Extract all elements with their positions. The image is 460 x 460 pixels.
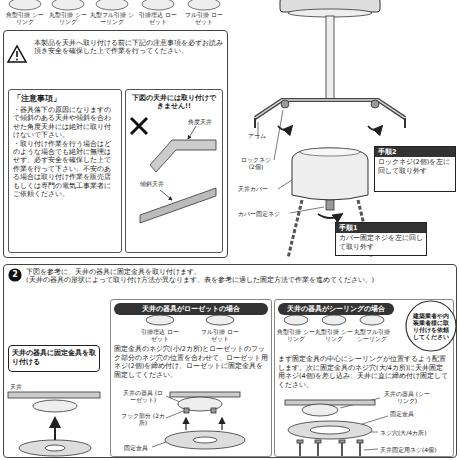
part-label: ロックネジ (2個)	[238, 156, 274, 170]
part-label: 天井の器具 (シーリング)	[382, 390, 432, 404]
part-label: アーム	[248, 132, 266, 139]
part-label: 引掛埋込 ローゼット	[138, 11, 178, 25]
part-label: 丸型フル引掛 シーリング	[90, 11, 134, 25]
node-heading: 手順2	[375, 147, 455, 157]
part-label: 固定金具	[124, 444, 148, 451]
node-text: ロックネジ(2個)を左に回して取り外す	[375, 158, 455, 175]
part-label: 天井固定用ネジ(4個)	[380, 446, 437, 453]
part-label: 丸型フル引掛 シーリング	[353, 328, 391, 342]
part-label: 角型引掛 シーリング	[5, 11, 45, 25]
step-box: 手順2ロックネジ(2個)を左に回して取り外す	[374, 146, 456, 192]
node-heading: 天井の器具がローゼットの場合	[114, 303, 268, 315]
step-box: 手順1カバー固定ネジを左に回して取り外す	[335, 222, 427, 256]
rosette-figure	[146, 315, 245, 449]
part-label: ネジ穴(大/4カ所)	[380, 429, 427, 436]
node-text: (天井の器具の形状によって取り付け方法が異なります。表を参考に適した固定方法で作…	[26, 276, 452, 284]
part-label: フック部分 (2カ所)	[120, 412, 166, 426]
ceiling-fixture-figure	[255, 0, 405, 258]
part-label: 丸型引掛 シーリング	[315, 328, 353, 342]
notice-badge: 建築業者や内装業者様に取り付けを依頼してください	[405, 300, 457, 352]
part-label: カバー固定ネジ	[238, 210, 280, 217]
warning-icon	[8, 46, 26, 62]
node-text: まず固定金具の中心にシーリングが位置するよう配置します。次に固定金具のネジ穴(大…	[278, 355, 450, 389]
node-text: 下図の天井には取り付けできません!!	[130, 94, 218, 111]
part-label: 天井の器具 (ローゼット)	[120, 389, 166, 403]
node-text: 建築業者や内装業者様に取り付けを依頼してください	[411, 312, 451, 341]
mount-figure-left	[8, 392, 100, 456]
part-label: 傾斜天井	[140, 180, 164, 187]
node-heading: 「注意事項」	[13, 94, 117, 104]
node-heading: 下図を参考に、天井の器具に固定金具を取り付けます。	[26, 268, 452, 276]
node-text: 2	[12, 270, 18, 280]
node-text: ・器具落下の原因になりますので傾斜のある天井や傾斜を合わせた角度天井には絶対に取…	[13, 106, 117, 140]
node-text: ・取り付け作業を行う場合はどのような場合でも絶対に無理はせず、必ず安全を確保した…	[13, 140, 117, 199]
part-label: 角度天井	[188, 118, 212, 125]
callout-box: 天井の器具に固定金具を取り付ける	[8, 345, 100, 372]
step-number: 2	[8, 268, 22, 282]
ceiling-panel: 天井の器具がシーリングの場合まず固定金具の中心にシーリングが位置するよう配置しま…	[274, 299, 454, 457]
part-label: 引掛埋込 ローゼット	[140, 328, 180, 342]
part-label: 角型引掛 シーリング	[277, 328, 315, 342]
prohibited-ceiling-box: 下図の天井には取り付けできません!!	[125, 89, 223, 253]
part-label: 丸型引掛 シーリング	[48, 11, 88, 25]
part-label: 天井カバー	[238, 185, 268, 192]
part-label: 固定金具	[390, 410, 414, 417]
node-text: 本製品を天井へ取り付ける前に下記の注意事項を必ずお読み頂き安全を確保した上で作業…	[34, 39, 223, 56]
part-label: フル引掛 ローゼット	[184, 11, 224, 25]
part-label: フル引掛 ローゼット	[200, 328, 240, 342]
node-text: カバー固定ネジを左に回して取り外す	[336, 234, 426, 251]
prohibited-ceiling-figure	[131, 118, 216, 223]
node-text: 天井の器具に固定金具を取り付ける	[12, 349, 96, 367]
node-text: 固定金具のネジ穴(小/2カ所)とローゼットのフック部分のネジ穴の位置を合わせて、…	[114, 345, 268, 379]
node-heading: 手順1	[336, 223, 426, 233]
fixture-icons	[9, 0, 220, 10]
section-panel: 下図を参考に、天井の器具に固定金具を取り付けます。(天井の器具の形状によって取り…	[3, 264, 457, 458]
rosette-panel: 天井の器具がローゼットの場合固定金具のネジ穴(小/2カ所)とローゼットのフック部…	[110, 299, 272, 457]
caution-notes-box: 「注意事項」・器具落下の原因になりますので傾斜のある天井や傾斜を合わせた角度天井…	[8, 89, 122, 253]
part-label: 天井	[10, 383, 22, 390]
node-heading: 天井の器具がシーリングの場合	[278, 303, 394, 315]
caution-panel: 本製品を天井へ取り付ける前に下記の注意事項を必ずお読み頂き安全を確保した上で作業…	[3, 30, 228, 258]
